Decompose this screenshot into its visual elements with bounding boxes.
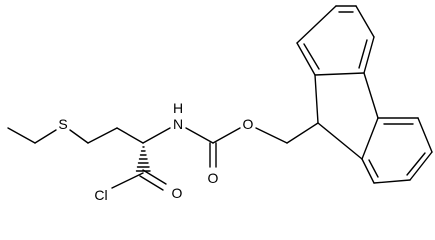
- double-bond-line: [142, 169, 167, 185]
- bond: [116, 127, 144, 144]
- bond: [361, 117, 379, 160]
- molecule-drawing: S H N O O Cl O: [7, 5, 433, 203]
- double-bond-line: [139, 175, 164, 191]
- fluorenyl-group: [296, 5, 433, 184]
- bond: [87, 127, 118, 144]
- ester-oxygen-label: O: [243, 116, 254, 132]
- bond: [34, 129, 57, 144]
- double-bond-line: [303, 43, 320, 70]
- bond: [185, 127, 214, 144]
- bond: [255, 127, 288, 144]
- nh-hydrogen-label: H: [173, 100, 183, 116]
- bond: [111, 172, 144, 189]
- bond: [142, 127, 171, 144]
- double-bond-line: [406, 152, 426, 176]
- bond: [69, 129, 89, 144]
- bond: [355, 5, 375, 38]
- nitrogen-atom-label: N: [173, 116, 183, 132]
- bond: [296, 42, 316, 76]
- bond: [373, 179, 411, 184]
- bond: [7, 127, 36, 144]
- bond: [314, 74, 319, 124]
- bond: [363, 72, 379, 119]
- bond: [296, 5, 337, 44]
- carbamate-carbonyl-oxygen-label: O: [208, 170, 219, 186]
- bond: [317, 122, 363, 160]
- bond: [363, 36, 375, 74]
- bond: [361, 158, 375, 184]
- bond: [212, 127, 241, 144]
- fmoc-linker: [185, 122, 319, 168]
- bond: [409, 151, 433, 181]
- atom-labels: S H N O O Cl O: [58, 100, 253, 203]
- chlorine-atom-label: Cl: [94, 187, 107, 203]
- amino-acid-backbone: [7, 127, 171, 191]
- bond: [314, 72, 365, 76]
- bond: [286, 122, 319, 144]
- bond: [417, 117, 433, 153]
- structure-canvas: S H N O O Cl O: [7, 5, 433, 203]
- stereo-hashed-wedge: [135, 146, 151, 172]
- sulfur-atom-label: S: [58, 116, 67, 132]
- double-bond-line: [368, 159, 379, 178]
- acyl-carbonyl-oxygen-label: O: [172, 185, 183, 201]
- double-bond-line: [358, 39, 368, 69]
